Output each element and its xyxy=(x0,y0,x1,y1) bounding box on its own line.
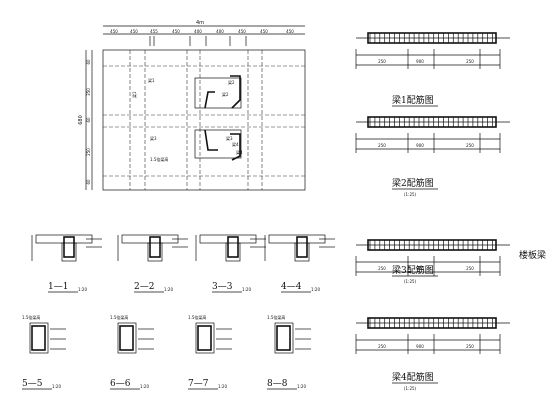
beam-dim: 900 xyxy=(416,266,424,271)
section-note: 1.5倍梁高 xyxy=(267,314,285,320)
beam-dim: 900 xyxy=(416,344,424,349)
beam-2: 250 900 250 梁2配筋图 (1:25) xyxy=(355,116,510,197)
beam-dim: 250 xyxy=(378,344,386,349)
beam-scale: (1:25) xyxy=(404,386,417,391)
section-label: 1—1 xyxy=(48,282,68,292)
beam-dim: 250 xyxy=(466,266,474,271)
plan-beam-label: 梁2 xyxy=(222,91,229,97)
plan-top-seg: 455 xyxy=(150,29,158,34)
section-scale: 1:20 xyxy=(164,287,173,292)
section-scale: 1:20 xyxy=(297,384,306,389)
beam-scale: (1:25) xyxy=(404,279,417,284)
beam-elevations: 250 900 250 梁1配筋图 250 900 250 梁2配筋图 (1:25) 250 900… xyxy=(355,32,510,391)
section-scale: 1:20 xyxy=(242,287,251,292)
plan-beam-label: 梁1 xyxy=(148,77,155,83)
section-label: 2—2 xyxy=(134,282,154,292)
plan-top-segments: 450 450 455 450 400 400 450 450 450 xyxy=(110,29,294,34)
section-label: 7—7 xyxy=(188,379,209,389)
section-7: 1.5倍梁高 7—7 1:20 xyxy=(188,314,232,390)
section-note: 1.5倍梁高 xyxy=(188,314,206,320)
beam-1: 250 900 250 梁1配筋图 xyxy=(355,32,510,107)
beam-title: 梁1配筋图 xyxy=(392,94,434,106)
plan-total-width: 4m xyxy=(196,20,204,26)
plan-top-seg: 450 xyxy=(110,29,118,34)
section-4: 4—4 1:20 xyxy=(264,234,335,293)
plan-left-seg: 350 xyxy=(86,88,91,96)
beam-title: 梁4配筋图 xyxy=(392,371,434,383)
beam-dim: 250 xyxy=(378,59,386,64)
plan-beam-label: 梁4 xyxy=(236,149,243,155)
section-6: 1.5倍梁高 6—6 1:20 xyxy=(110,314,154,390)
plan-top-seg: 450 xyxy=(286,29,294,34)
beam-dim: 250 xyxy=(466,143,474,148)
plan-left-seg: 250 xyxy=(86,148,91,156)
beam-dim: 250 xyxy=(378,266,386,271)
plan-bar-note: 1.5倍梁高 xyxy=(150,156,168,162)
section-label: 3—3 xyxy=(212,282,233,292)
section-label: 4—4 xyxy=(281,282,302,292)
beam-title: 梁2配筋图 xyxy=(392,177,434,189)
section-8: 1.5倍梁高 8—8 1:20 xyxy=(267,314,311,390)
plan-beam-label: 梁1 xyxy=(131,91,137,98)
plan-beam-label: 梁2 xyxy=(228,79,235,85)
plan-top-seg: 450 xyxy=(260,29,268,34)
plan-top-seg: 450 xyxy=(238,29,246,34)
section-scale: 1:20 xyxy=(52,384,61,389)
section-scale: 1:20 xyxy=(311,287,320,292)
section-1: 1—1 1:20 xyxy=(31,234,102,293)
plan-top-seg: 400 xyxy=(216,29,224,34)
section-details: 1—1 1:20 2—2 1:20 3—3 1:20 4—4 1:20 1.5倍梁高 5—5 1:2… xyxy=(22,234,335,390)
beam-4: 250 900 250 梁4配筋图 (1:25) xyxy=(355,317,510,391)
section-note: 1.5倍梁高 xyxy=(22,314,40,320)
plan-top-seg: 450 xyxy=(172,29,180,34)
plan-left-seg: 60 xyxy=(86,117,91,123)
plan-top-seg: 450 xyxy=(130,29,138,34)
section-scale: 1:20 xyxy=(140,384,149,389)
plan-beam-label: 梁3 xyxy=(150,135,157,141)
section-3: 3—3 1:20 xyxy=(195,234,266,293)
beam-scale: (1:25) xyxy=(404,192,417,197)
section-label: 8—8 xyxy=(267,379,288,389)
beam-dim: 900 xyxy=(416,59,424,64)
plan-left-seg: 60 xyxy=(86,179,91,185)
section-label: 6—6 xyxy=(110,379,131,389)
section-2: 2—2 1:20 xyxy=(117,234,188,293)
beam-dim: 250 xyxy=(378,143,386,148)
plan-top-seg: 400 xyxy=(194,29,202,34)
beam-dim: 250 xyxy=(466,59,474,64)
beam-3: 250 900 250 梁3配筋图 (1:25) xyxy=(355,239,510,284)
plan-beam-label: 梁3 xyxy=(226,135,233,141)
section-scale: 1:20 xyxy=(78,287,87,292)
floor-beam-label: 楼板梁 xyxy=(519,249,546,261)
beam-dim: 250 xyxy=(466,344,474,349)
beam-title: 梁3配筋图 xyxy=(392,264,434,276)
section-note: 1.5倍梁高 xyxy=(110,314,128,320)
beam-dim: 900 xyxy=(416,143,424,148)
plan-beam-label: 梁4 xyxy=(232,141,239,147)
plan-left-seg: 60 xyxy=(86,59,91,65)
section-scale: 1:20 xyxy=(218,384,227,389)
plan-total-height: 680 xyxy=(78,115,84,125)
section-label: 5—5 xyxy=(22,379,43,389)
plan-view: 4m 450 450 455 450 400 400 450 450 450 6… xyxy=(78,20,306,191)
section-5: 1.5倍梁高 5—5 1:20 xyxy=(22,314,66,390)
